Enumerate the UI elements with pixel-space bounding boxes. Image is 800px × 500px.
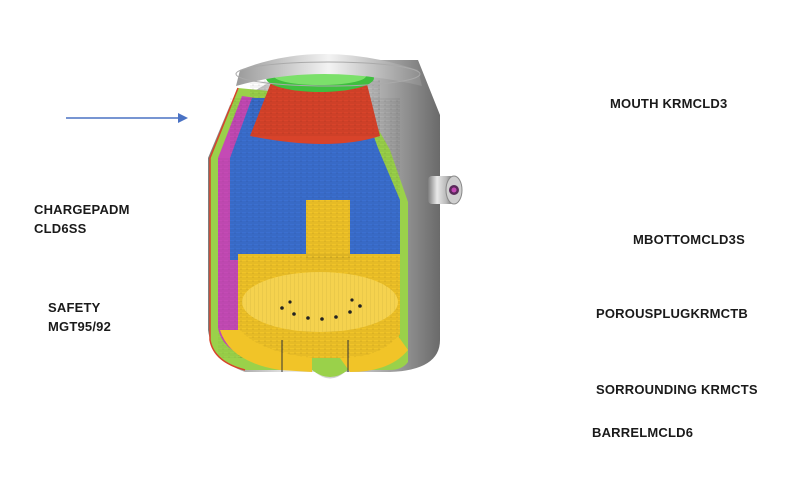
- chargepad-label: CHARGEPADM CLD6SS: [34, 200, 130, 238]
- porous-plugs: [280, 298, 362, 321]
- mbottom-label: MBOTTOMCLD3S: [633, 232, 745, 247]
- barrel-label: BARRELMCLD6: [592, 425, 694, 440]
- chargepad-label-line2: CLD6SS: [34, 221, 87, 236]
- sorrounding-label: SORROUNDING KRMCTS: [596, 382, 758, 397]
- safety-label-line1: SAFETY: [48, 300, 101, 315]
- safety-label-line2: MGT95/92: [48, 319, 112, 334]
- chargepad-label-line1: CHARGEPADM: [34, 202, 130, 217]
- mouth-label: MOUTH KRMCLD3: [610, 96, 728, 111]
- top-rim: [236, 54, 422, 86]
- sorrounding-section: [220, 330, 312, 372]
- trunnion: [428, 175, 463, 205]
- pointer-arrow-icon: [66, 113, 188, 123]
- safety-label: SAFETY MGT95/92: [48, 298, 111, 336]
- converter-cutaway-diagram: [208, 54, 463, 379]
- porousplug-label: POROUSPLUGKRMCTB: [596, 306, 748, 321]
